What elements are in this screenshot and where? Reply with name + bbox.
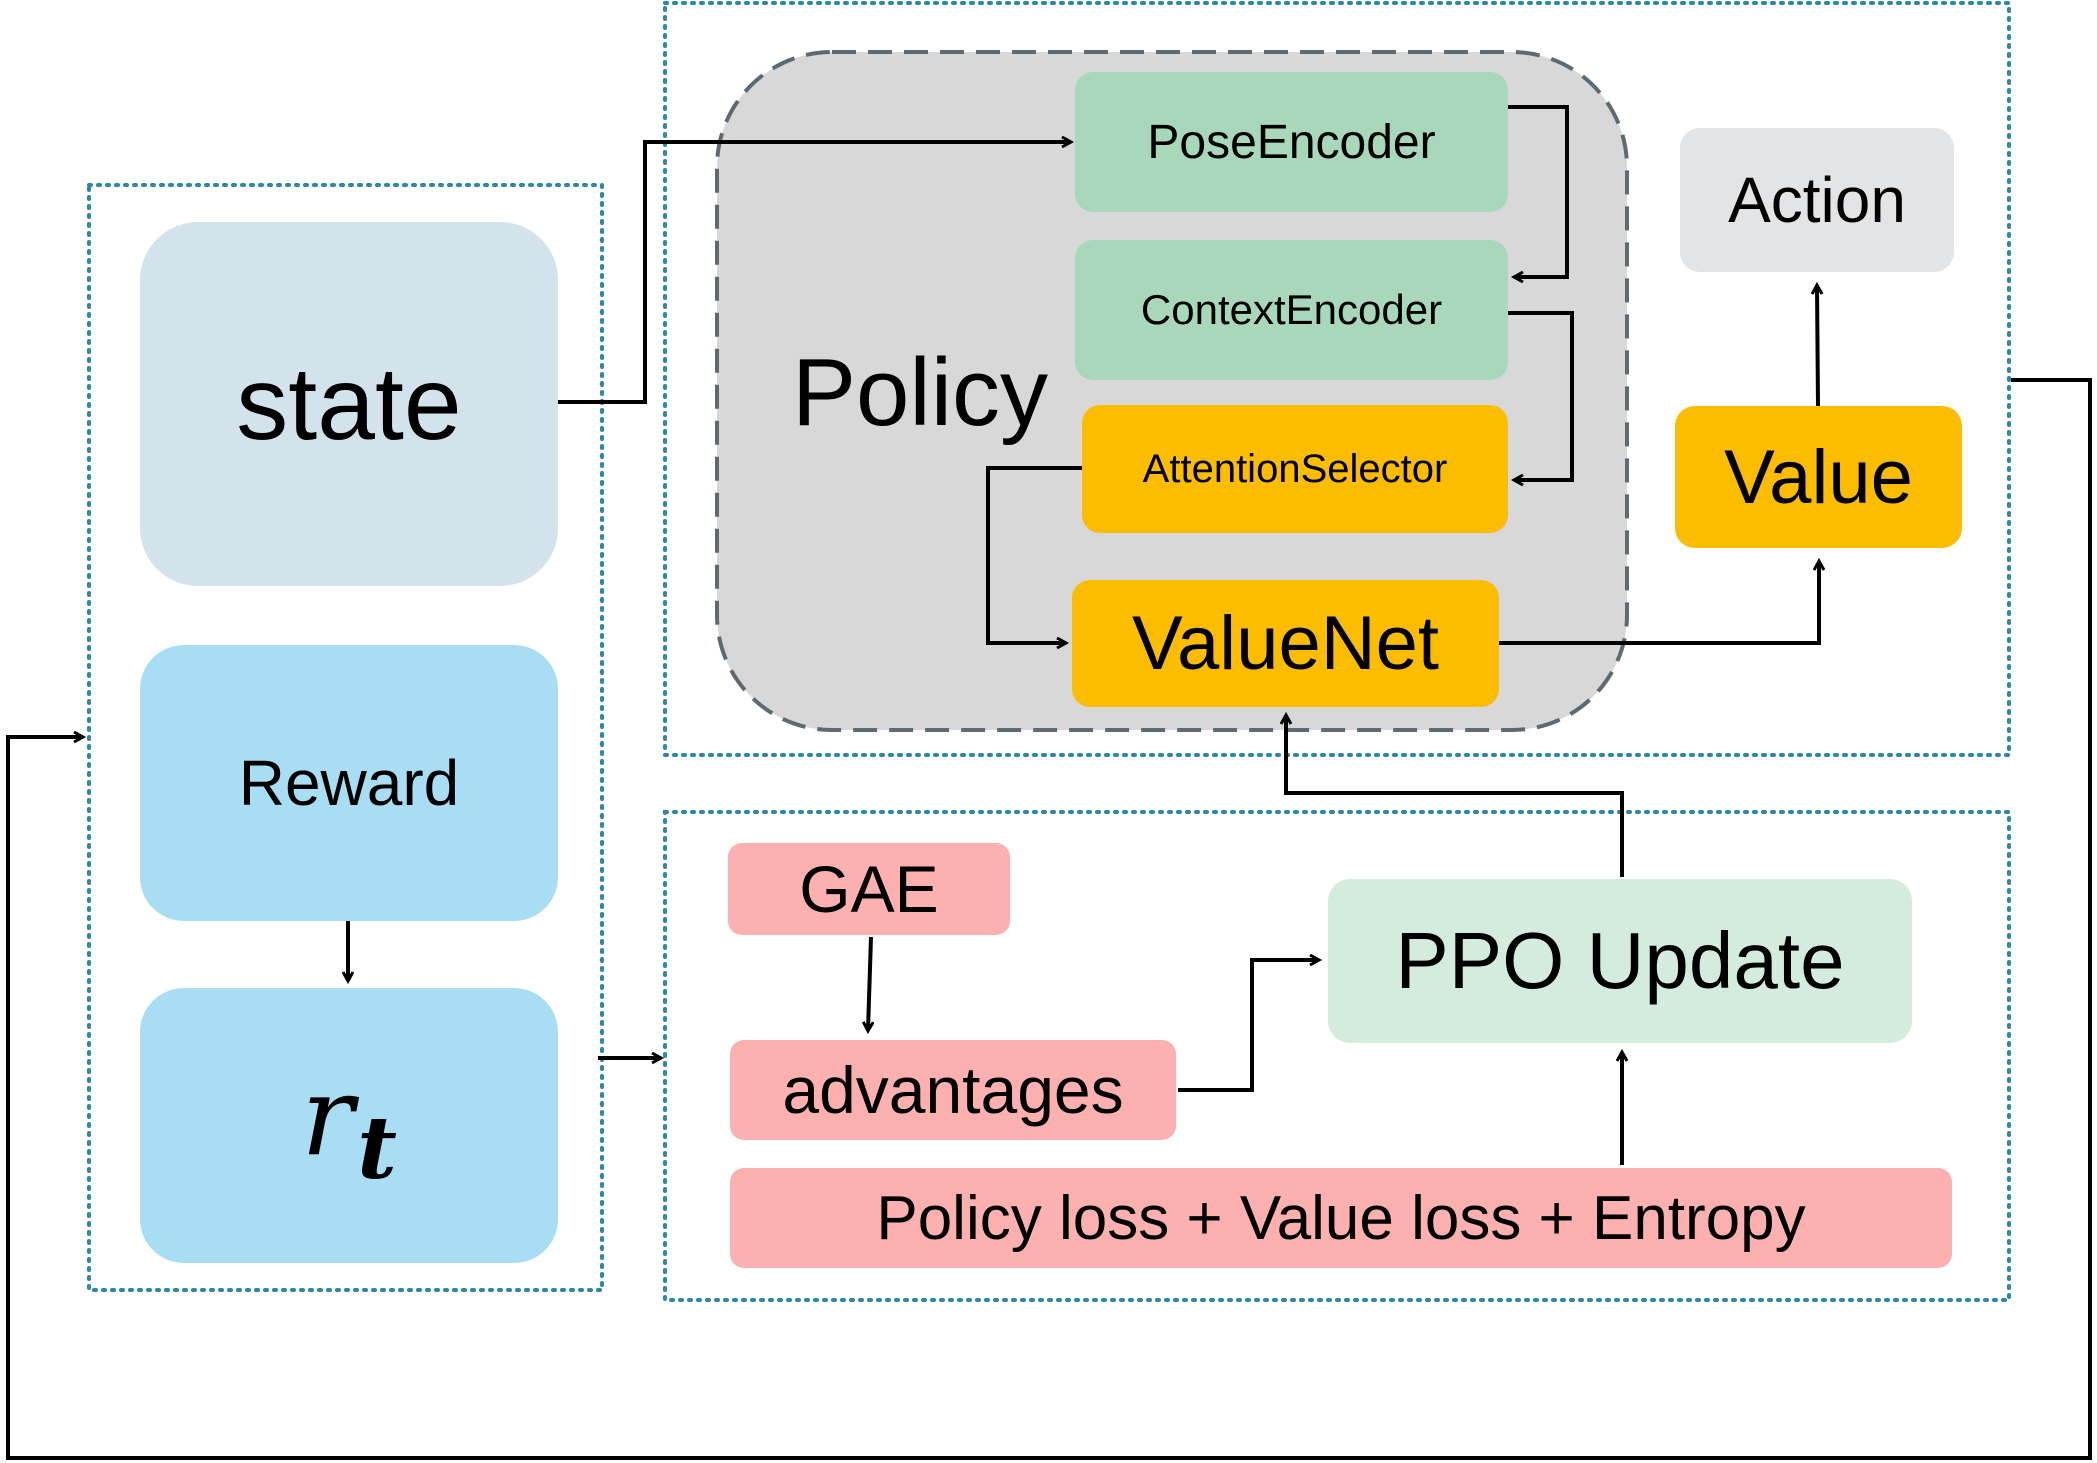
gae-label: GAE bbox=[799, 852, 939, 926]
reward-signal-box: rt bbox=[140, 988, 558, 1263]
arrow-contextencoder-to-attentionselector bbox=[1508, 311, 1574, 480]
value-box: Value bbox=[1675, 406, 1962, 548]
attentionselector-box: AttentionSelector bbox=[1082, 405, 1508, 533]
contextencoder-label: ContextEncoder bbox=[1140, 286, 1443, 333]
action-box: Action bbox=[1680, 128, 1954, 272]
arrow-ppo-to-valuenet bbox=[1286, 716, 1624, 877]
reward-box: Reward bbox=[140, 645, 558, 921]
contextencoder-box: ContextEncoder bbox=[1075, 240, 1508, 380]
action-label: Action bbox=[1728, 164, 1906, 236]
reward-label: Reward bbox=[238, 747, 460, 819]
state-label: state bbox=[236, 345, 462, 462]
ppo-update-box: PPO Update bbox=[1328, 879, 1912, 1043]
loss-label: Policy loss + Value loss + Entropy bbox=[876, 1183, 1806, 1253]
arrow-advantages-to-ppo bbox=[1178, 960, 1318, 1092]
reward-signal-subscript: t bbox=[357, 1098, 397, 1199]
valuenet-box: ValueNet bbox=[1072, 580, 1499, 707]
gae-box: GAE bbox=[728, 843, 1010, 935]
loss-box: Policy loss + Value loss + Entropy bbox=[730, 1168, 1952, 1268]
poseencoder-label: PoseEncoder bbox=[1147, 115, 1436, 169]
arrow-poseencoder-to-contextencoder bbox=[1508, 105, 1569, 277]
value-label: Value bbox=[1724, 434, 1913, 520]
valuenet-label: ValueNet bbox=[1131, 601, 1439, 686]
arrow-state-to-poseencoder bbox=[558, 142, 1070, 404]
policy-value-group bbox=[663, 1, 2011, 757]
arrow-attentionselector-to-valuenet bbox=[986, 466, 1082, 643]
state-box: state bbox=[140, 222, 558, 586]
arrow-gae-to-advantages bbox=[868, 936, 871, 1030]
feedback-loop-arrow bbox=[6, 378, 2092, 1460]
reward-signal-r: r bbox=[301, 1051, 354, 1180]
advantages-label: advantages bbox=[782, 1053, 1124, 1127]
training-group bbox=[663, 810, 2011, 1302]
reward-signal-symbol: rt bbox=[301, 1052, 397, 1199]
arrow-value-to-action bbox=[1817, 286, 1818, 407]
observation-group bbox=[87, 183, 604, 1292]
policy-label: Policy bbox=[791, 339, 1049, 446]
policy-region bbox=[715, 50, 1629, 732]
advantages-box: advantages bbox=[730, 1040, 1176, 1140]
poseencoder-box: PoseEncoder bbox=[1075, 72, 1508, 212]
ppo-update-label: PPO Update bbox=[1395, 916, 1845, 1005]
arrow-valuenet-to-value bbox=[1499, 562, 1819, 645]
attentionselector-label: AttentionSelector bbox=[1142, 446, 1448, 491]
